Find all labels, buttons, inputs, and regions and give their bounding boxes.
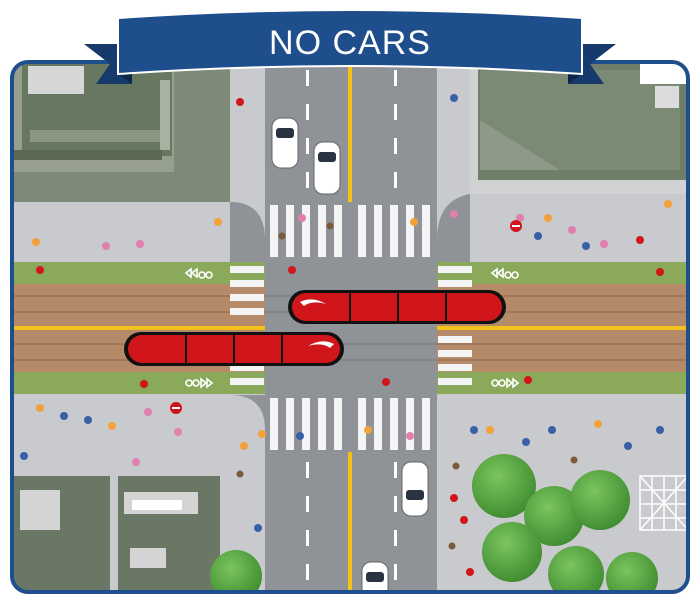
- pergola: [639, 475, 688, 531]
- pedestrians: [20, 94, 672, 576]
- car: [401, 461, 429, 517]
- car: [361, 561, 389, 592]
- bicycle-lane-right-icon: [185, 377, 214, 389]
- road-markings: [306, 62, 397, 592]
- crosswalks: [230, 205, 472, 450]
- no-entry-sign-icon: [170, 402, 182, 414]
- bicycle-lane-left-icon: [184, 267, 213, 279]
- bicycle-lane-left-icon: [490, 267, 519, 279]
- title-banner: NO CARS: [84, 9, 616, 84]
- car: [271, 117, 299, 169]
- banner-title: NO CARS: [269, 24, 431, 62]
- building-bottom-left: [12, 476, 220, 592]
- bicycle-lane-right-icon: [491, 377, 520, 389]
- car: [313, 141, 341, 195]
- tram-corridor: [12, 262, 688, 394]
- no-entry-sign-icon: [510, 220, 522, 232]
- tram-west: [124, 332, 344, 366]
- tram-east: [288, 290, 506, 324]
- building-top-left: [12, 62, 230, 202]
